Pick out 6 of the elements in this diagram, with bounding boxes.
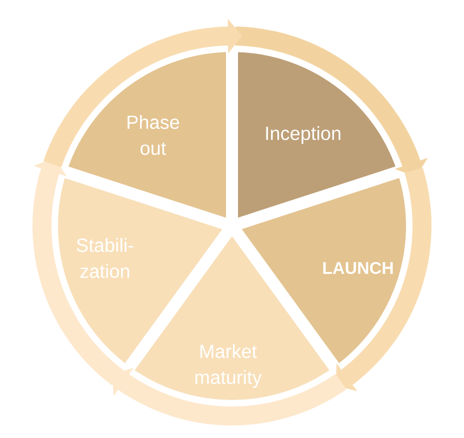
curved-arrow [112, 369, 346, 426]
curved-arrow [44, 22, 242, 168]
node-label: Stabili- zation [76, 238, 134, 278]
node-label: Market maturity [195, 344, 262, 388]
curved-arrow [336, 168, 432, 390]
pie-wedge: Phase out [54, 40, 238, 232]
